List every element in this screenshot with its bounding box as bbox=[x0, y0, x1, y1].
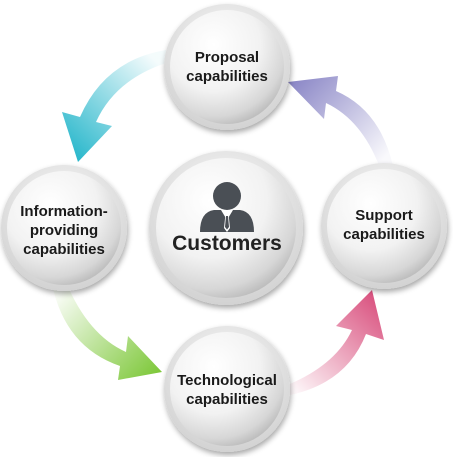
technological-line-1: Technological bbox=[177, 372, 277, 389]
arrow-information-to-technological bbox=[52, 282, 162, 380]
node-proposal bbox=[164, 4, 290, 130]
proposal-line-2: capabilities bbox=[186, 68, 268, 85]
support-line-2: capabilities bbox=[343, 226, 425, 243]
support-line-1: Support bbox=[355, 207, 413, 224]
node-information bbox=[1, 165, 127, 291]
technological-label: Technological capabilities bbox=[163, 345, 291, 435]
node-technological bbox=[164, 326, 290, 452]
information-label: Information- providing capabilities bbox=[0, 190, 128, 270]
person-icon bbox=[200, 182, 254, 232]
arrow-proposal-to-information bbox=[62, 50, 166, 162]
proposal-label: Proposal capabilities bbox=[163, 27, 291, 107]
technological-line-2: capabilities bbox=[186, 391, 268, 408]
arrow-support-to-proposal bbox=[288, 76, 393, 168]
support-label: Support capabilities bbox=[320, 180, 448, 270]
information-line-3: capabilities bbox=[23, 240, 105, 258]
customers-title: Customers bbox=[172, 232, 282, 255]
arrow-technological-to-support bbox=[285, 290, 384, 396]
information-line-1: Information- bbox=[20, 202, 108, 220]
node-support bbox=[321, 163, 447, 289]
information-line-2: providing bbox=[29, 221, 99, 239]
proposal-line-1: Proposal bbox=[194, 49, 260, 66]
